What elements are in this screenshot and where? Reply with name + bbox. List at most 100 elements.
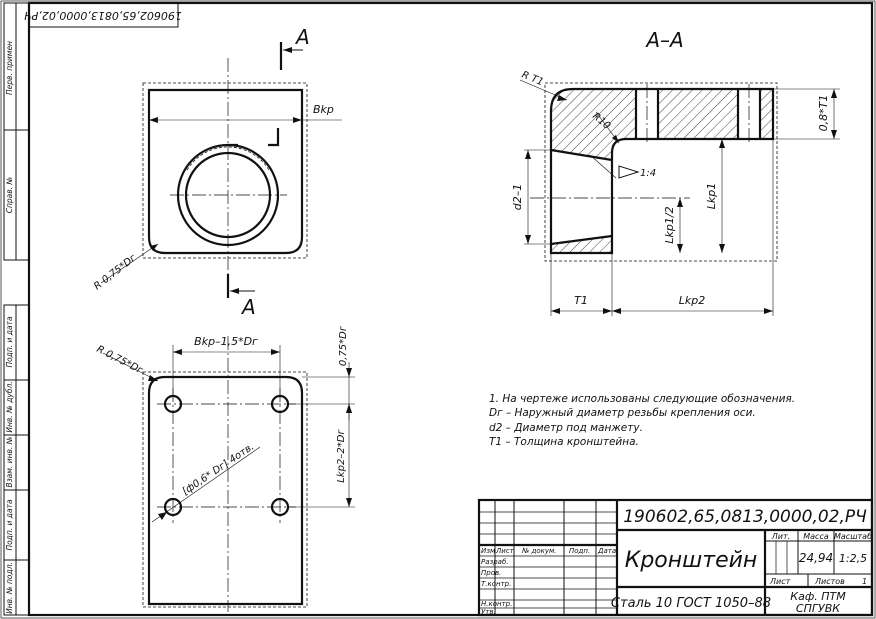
tb-material: Сталь 10 ГОСТ 1050–88 xyxy=(611,596,771,611)
dim-lkp2-label: Lkp2 xyxy=(679,294,705,307)
top-stamp-text: 190602,65,0813,0000,02,РЧ xyxy=(24,9,182,22)
tb-col-izm: Изм xyxy=(481,547,496,555)
leader-r-top-arrow xyxy=(150,244,158,251)
leader-r-top xyxy=(100,243,159,284)
tb-col-ndoc: № докум. xyxy=(521,547,557,555)
bottom-view-envelope xyxy=(142,371,308,608)
tb-designation: 190602,65,0813,0000,02,РЧ xyxy=(623,507,867,527)
bottom-view: Bkp–1,5*Dг R 0,75*Dг 0,75*Dг Lkp2–2*Dг [… xyxy=(95,325,355,612)
holes-leader-arrow xyxy=(158,512,167,520)
dim-lkp2-2-arrow-bottom xyxy=(346,498,352,507)
tb-massa-value: 24,94 xyxy=(799,551,833,565)
note-line-4: T1 – Толщина кронштейна. xyxy=(489,436,639,448)
tb-row-nkontr: Н.контр. xyxy=(481,600,512,608)
dim-08t1-arrow-top xyxy=(831,89,837,98)
dim-lkp1-arrow-top xyxy=(719,139,725,148)
dim-08t1-label: 0,8*T1 xyxy=(817,95,830,132)
dim-lkp1-half-arrow-top xyxy=(677,198,683,207)
section-hatch xyxy=(551,89,773,160)
strip-sprav-no: Справ. № xyxy=(5,177,14,214)
dim-r-top-label: R 0,75*Dг xyxy=(92,252,139,292)
dim-lkp1-arrow-bottom xyxy=(719,244,725,253)
dim-t1-label: T1 xyxy=(574,294,588,307)
left-strip: Перв. примен Справ. № Подп. и дата Инв. … xyxy=(3,2,30,616)
dim-bkp-minus-label: Bkp–1,5*Dг xyxy=(194,335,258,348)
dim-t1-arrow-left xyxy=(551,308,560,314)
dim-lkp1-half-label: Lkp1/2 xyxy=(663,206,676,243)
dim-holes-label: [ф0,6* Dг] 4отв. xyxy=(181,441,257,497)
dim-075-arrow-top xyxy=(346,368,352,377)
note-line-3: d2 – Диаметр под манжету. xyxy=(489,422,643,434)
tb-col-data: Дата xyxy=(597,547,616,555)
tb-col-podp: Подп. xyxy=(569,547,590,555)
boss-dash-arc xyxy=(186,146,270,171)
tb-listov-label: Листов xyxy=(814,577,845,586)
tb-lit-label: Лит. xyxy=(771,532,790,541)
tb-listov-value: 1 xyxy=(862,577,867,586)
dim-d21-arrow-bottom xyxy=(525,235,531,244)
note-line-1: 1. На чертеже использованы следующие обо… xyxy=(489,393,795,405)
cut-letter-bottom: А xyxy=(240,295,256,319)
section-hatch-lower xyxy=(551,236,612,253)
tb-row-razrab: Разраб. xyxy=(481,558,509,566)
slope-symbol xyxy=(618,165,640,179)
top-view-outline xyxy=(147,88,304,255)
tb-massa-label: Масса xyxy=(803,532,829,541)
tb-row-prov: Пров. xyxy=(481,569,501,577)
leader-r-bottom-arrow xyxy=(148,375,158,381)
dim-lkp1-label: Lkp1 xyxy=(705,183,718,209)
dim-lkp2-2-arrow-top xyxy=(346,404,352,413)
tb-masshtab-label: Масштаб xyxy=(834,532,872,541)
note-line-2: Dг – Наружный диаметр резьбы крепления о… xyxy=(489,407,756,419)
top-stamp: 190602,65,0813,0000,02,РЧ xyxy=(24,2,182,28)
section-view: А–А R T1 R10 1:4 xyxy=(511,28,840,316)
section-title: А–А xyxy=(644,28,683,52)
strip-podp-data-1: Подп. и дата xyxy=(5,316,14,367)
dim-bkp-minus-arrow-left xyxy=(173,349,182,355)
strip-perv-primen: Перв. примен xyxy=(5,41,14,95)
top-view: А А Bkp R 0,75*Dг xyxy=(92,25,342,319)
dim-bkp-minus-arrow-right xyxy=(271,349,280,355)
tb-list-label: Лист xyxy=(769,577,791,586)
tb-org-line1: Каф. ПТМ xyxy=(790,590,846,603)
leader-rt1-arrow xyxy=(557,95,567,101)
tb-org-line2: СПГУВК xyxy=(796,602,841,615)
strip-vzam-inv: Взам. инв. № xyxy=(5,436,14,487)
holes-leader xyxy=(151,446,261,523)
cut-letter-top: А xyxy=(294,25,310,49)
dim-d21-arrow-top xyxy=(525,150,531,159)
top-view-envelope xyxy=(142,82,308,259)
dim-lkp2-arrow-left xyxy=(612,308,621,314)
dim-075-label: 0,75*Dг xyxy=(338,325,349,366)
section-outline xyxy=(549,87,775,255)
cut-arrowhead-top xyxy=(283,47,292,53)
bore-taper-top xyxy=(550,148,613,162)
tb-masshtab-value: 1:2,5 xyxy=(839,552,867,565)
leader-r10-arrow xyxy=(612,135,619,143)
dim-08t1-arrow-bottom xyxy=(831,130,837,139)
dim-r-bottom-label: R 0,75*Dг xyxy=(95,344,146,377)
leader-r-bottom xyxy=(102,352,159,382)
dim-arrow-bkp-left xyxy=(149,117,158,123)
slope-leader xyxy=(589,154,617,179)
dim-arrow-bkp-right xyxy=(293,117,302,123)
strip-inv-dubl: Инв. № дубл. xyxy=(5,381,14,432)
notes: 1. На чертеже использованы следующие обо… xyxy=(489,393,795,448)
title-block: Изм Лист № докум. Подп. Дата Разраб. Про… xyxy=(477,498,874,617)
strip-podp-data-2: Подп. и дата xyxy=(5,499,14,550)
tb-row-tkontr: Т.контр. xyxy=(481,580,511,588)
dim-lkp2-arrow-right xyxy=(764,308,773,314)
cut-arrowhead-bottom xyxy=(230,288,239,294)
dim-bkp-label: Bkp xyxy=(313,103,334,116)
dim-d21-label: d2–1 xyxy=(511,184,524,210)
dim-lkp2-2-label: Lkp2–2*Dг xyxy=(336,429,347,483)
dim-t1-arrow-right xyxy=(603,308,612,314)
strip-inv-podl: Инв. № подл. xyxy=(5,562,14,614)
section-bracket xyxy=(228,128,280,147)
tb-part-name: Кронштейн xyxy=(625,548,758,573)
slope-label: 1:4 xyxy=(640,168,656,179)
dim-lkp1-half-arrow-bottom xyxy=(677,244,683,253)
tb-col-list: Лист xyxy=(495,547,515,555)
